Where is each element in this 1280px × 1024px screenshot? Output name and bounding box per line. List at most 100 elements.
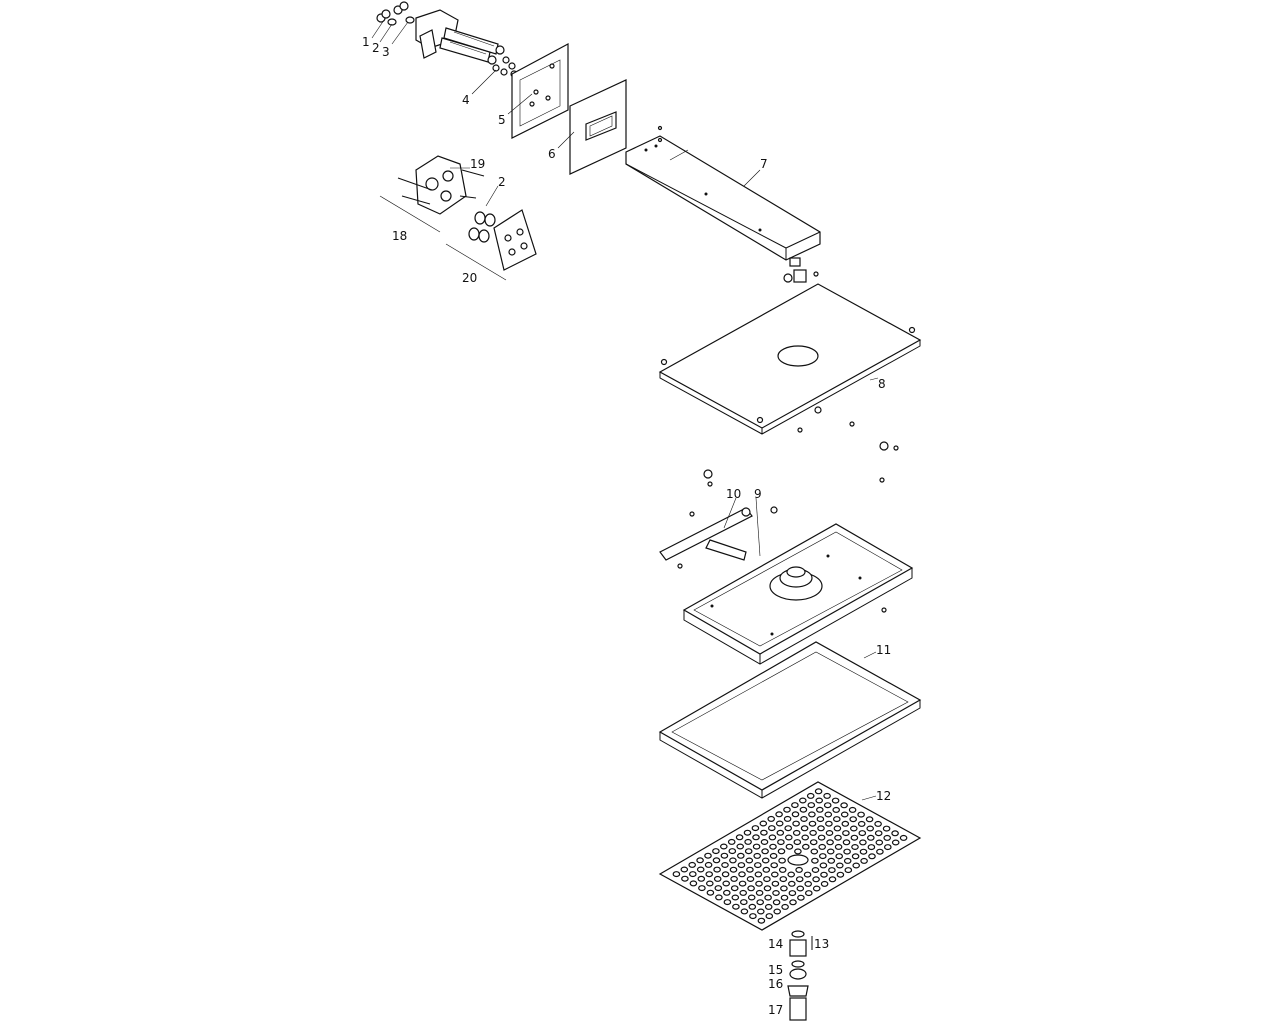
- label-4: 4: [462, 93, 470, 107]
- label-6: 6: [548, 147, 556, 161]
- spray-hole: [809, 829, 817, 836]
- spray-hole: [755, 880, 763, 887]
- spray-hole: [762, 866, 771, 873]
- spray-hole: [812, 885, 821, 892]
- spray-hole: [697, 875, 706, 882]
- spray-hole: [768, 834, 777, 841]
- spray-hole: [858, 830, 867, 837]
- spray-hole: [712, 857, 721, 864]
- spray-hole: [770, 862, 779, 869]
- spray-hole: [712, 848, 720, 855]
- spray-hole: [834, 843, 843, 850]
- spray-hole: [832, 806, 841, 813]
- spray-hole: [759, 820, 768, 827]
- spray-hole: [721, 861, 729, 868]
- spray-hole: [731, 894, 740, 901]
- spray-hole: [778, 857, 786, 864]
- spray-hole: [680, 866, 689, 873]
- spray-hole: [729, 866, 738, 873]
- spray-hole: [806, 792, 815, 799]
- spray-hole: [832, 816, 841, 823]
- spray-hole: [748, 903, 757, 910]
- spray-hole: [866, 825, 875, 832]
- spray-hole: [720, 852, 729, 859]
- spray-hole: [811, 866, 820, 873]
- label-9: 9: [754, 487, 762, 501]
- spray-hole: [883, 834, 892, 841]
- spray-hole: [777, 848, 786, 855]
- spray-hole: [817, 834, 826, 841]
- spray-hole: [809, 839, 818, 846]
- spray-hole: [795, 876, 804, 883]
- spray-hole: [681, 875, 689, 882]
- spray-hole: [779, 876, 788, 883]
- label-14: 14: [768, 937, 783, 951]
- spray-hole: [842, 830, 850, 837]
- spray-hole: [807, 802, 816, 809]
- spray-hole: [831, 797, 840, 804]
- spray-hole: [753, 862, 762, 869]
- spray-hole: [804, 880, 813, 887]
- spray-hole: [761, 848, 769, 855]
- spray-hole: [835, 862, 844, 869]
- label-18: 18: [392, 229, 407, 243]
- spray-hole: [746, 875, 755, 882]
- leader-lines: [371, 19, 879, 801]
- spray-hole: [787, 871, 796, 878]
- spray-hole: [696, 857, 704, 864]
- spray-hole: [859, 839, 867, 846]
- spray-hole: [756, 908, 765, 915]
- spray-hole: [705, 880, 714, 887]
- label-15: 15: [768, 963, 783, 977]
- spray-hole: [770, 871, 779, 878]
- spray-hole: [749, 913, 757, 920]
- spray-hole: [784, 825, 793, 832]
- spray-hole: [777, 839, 785, 846]
- spray-hole: [891, 830, 899, 837]
- spray-hole: [791, 802, 799, 809]
- spray-hole: [705, 871, 714, 878]
- spray-hole: [812, 876, 820, 883]
- spray-hole: [772, 889, 780, 896]
- spray-hole: [760, 838, 769, 845]
- spray-hole: [820, 871, 828, 878]
- spray-hole: [800, 825, 809, 832]
- spray-hole: [849, 825, 858, 832]
- spray-hole: [769, 852, 778, 859]
- spray-hole: [810, 848, 819, 855]
- spray-hole: [763, 885, 772, 892]
- spray-hole: [704, 861, 713, 868]
- spray-hole: [738, 871, 746, 878]
- spray-hole: [727, 838, 736, 845]
- spray-hole: [771, 880, 780, 887]
- part-arm-connector: [783, 257, 819, 283]
- spray-hole: [783, 815, 792, 822]
- spray-hole: [775, 820, 784, 827]
- spray-hole: [722, 889, 731, 896]
- spray-hole: [874, 820, 882, 827]
- spray-hole: [824, 811, 833, 818]
- spray-hole: [860, 857, 868, 864]
- spray-hole: [814, 788, 823, 795]
- spray-hole: [714, 885, 723, 892]
- spray-hole: [823, 802, 832, 809]
- spray-hole: [689, 880, 698, 887]
- spray-hole: [827, 857, 836, 864]
- label-12: 12: [876, 789, 891, 803]
- spray-hole: [801, 834, 810, 841]
- spray-hole: [763, 876, 771, 883]
- spray-hole: [736, 843, 745, 850]
- spray-hole: [792, 820, 800, 827]
- spray-hole: [784, 834, 793, 841]
- spray-hole: [753, 852, 762, 859]
- spray-hole: [852, 862, 861, 869]
- label-3: 3: [382, 45, 390, 59]
- spray-hole: [736, 852, 745, 859]
- spray-hole: [781, 903, 789, 910]
- spray-hole: [797, 894, 805, 901]
- spray-hole: [851, 853, 860, 860]
- spray-hole: [808, 820, 817, 827]
- spray-hole: [825, 829, 834, 836]
- part-distributor: [659, 469, 778, 569]
- spray-hole: [843, 857, 852, 864]
